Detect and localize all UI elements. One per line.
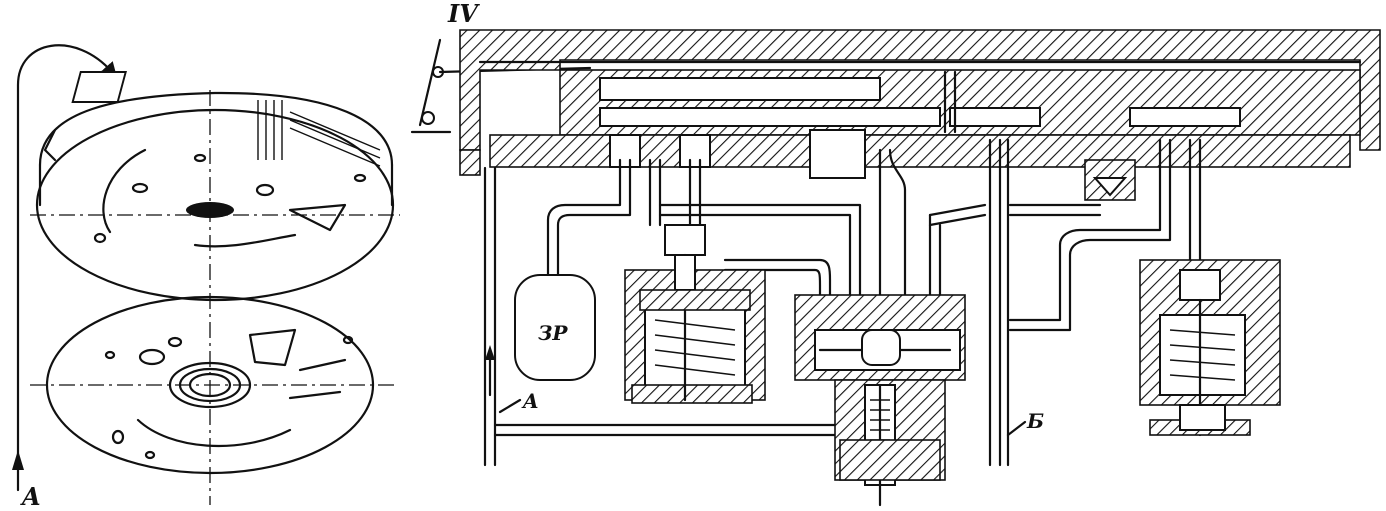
pipe-network [483,138,1202,467]
disc-tab [71,71,127,103]
check-valve [1084,159,1136,201]
reservoir: ЗР [514,274,596,381]
exploded-disc-view: A [12,44,400,511]
upper-disc [35,71,395,302]
label-roman-iv: IV [447,0,480,28]
top-housing [459,29,1381,151]
label-a-left: A [20,482,41,511]
left-relay-valve [624,224,766,404]
label-b: Б [1026,409,1044,433]
label-reservoir: ЗР [538,321,568,345]
upper-slot [102,148,147,234]
flow-arrow-line-left [16,44,118,492]
right-valve [1139,259,1281,437]
label-a-right: A [521,389,539,413]
valve-schematic: IV [410,0,1381,507]
up-arrow-icon [12,450,24,470]
up-arrow-icon-right [485,345,495,360]
hatched-wall-bottom [839,439,941,481]
